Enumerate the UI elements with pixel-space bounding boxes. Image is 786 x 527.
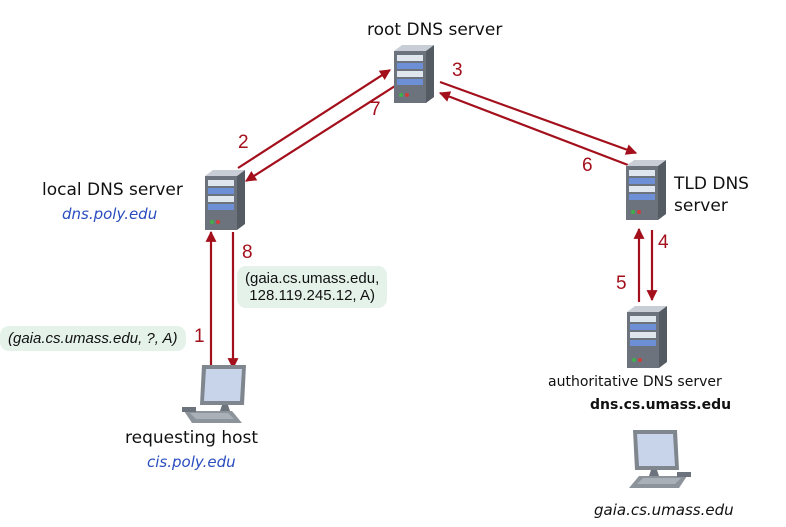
authoritative-dns-server-icon — [627, 306, 667, 368]
arrow-step-2 — [237, 69, 391, 169]
authoritative-dns-server-label: authoritative DNS server — [548, 374, 722, 390]
reply-line-2: 128.119.245.12, A) — [249, 287, 375, 304]
local-dns-server-label: local DNS server — [42, 180, 183, 200]
dns-reply-message: (gaia.cs.umass.edu, 128.119.245.12, A) — [237, 266, 388, 308]
gaia-hostname: gaia.cs.umass.edu — [594, 501, 734, 519]
step-3: 3 — [452, 60, 463, 81]
step-4: 4 — [658, 232, 669, 253]
gaia-host-computer-icon — [629, 430, 691, 488]
step-5: 5 — [616, 273, 627, 294]
root-dns-server-label: root DNS server — [367, 20, 503, 40]
step-6: 6 — [582, 155, 593, 176]
requesting-host-hostname: cis.poly.edu — [147, 453, 236, 471]
step-1: 1 — [194, 326, 205, 347]
arrow-step-6 — [438, 91, 629, 167]
arrow-step-3 — [439, 80, 638, 155]
step-7: 7 — [370, 99, 381, 120]
tld-dns-server-label-line2: server — [674, 196, 728, 216]
step-8: 8 — [242, 242, 253, 263]
tld-dns-server-icon — [626, 160, 666, 220]
local-dns-server-icon — [205, 170, 245, 230]
tld-dns-server-label-line1: TLD DNS — [674, 174, 749, 194]
local-dns-hostname: dns.poly.edu — [62, 205, 158, 223]
requesting-host-computer-icon — [182, 365, 246, 423]
arrow-step-7 — [245, 85, 396, 182]
authoritative-dns-hostname: dns.cs.umass.edu — [590, 397, 732, 413]
reply-line-1: (gaia.cs.umass.edu, — [245, 270, 380, 287]
step-2: 2 — [238, 132, 249, 153]
root-dns-server-icon — [394, 45, 434, 103]
dns-query-message: (gaia.cs.umass.edu, ?, A) — [0, 326, 186, 351]
requesting-host-label: requesting host — [125, 428, 259, 448]
